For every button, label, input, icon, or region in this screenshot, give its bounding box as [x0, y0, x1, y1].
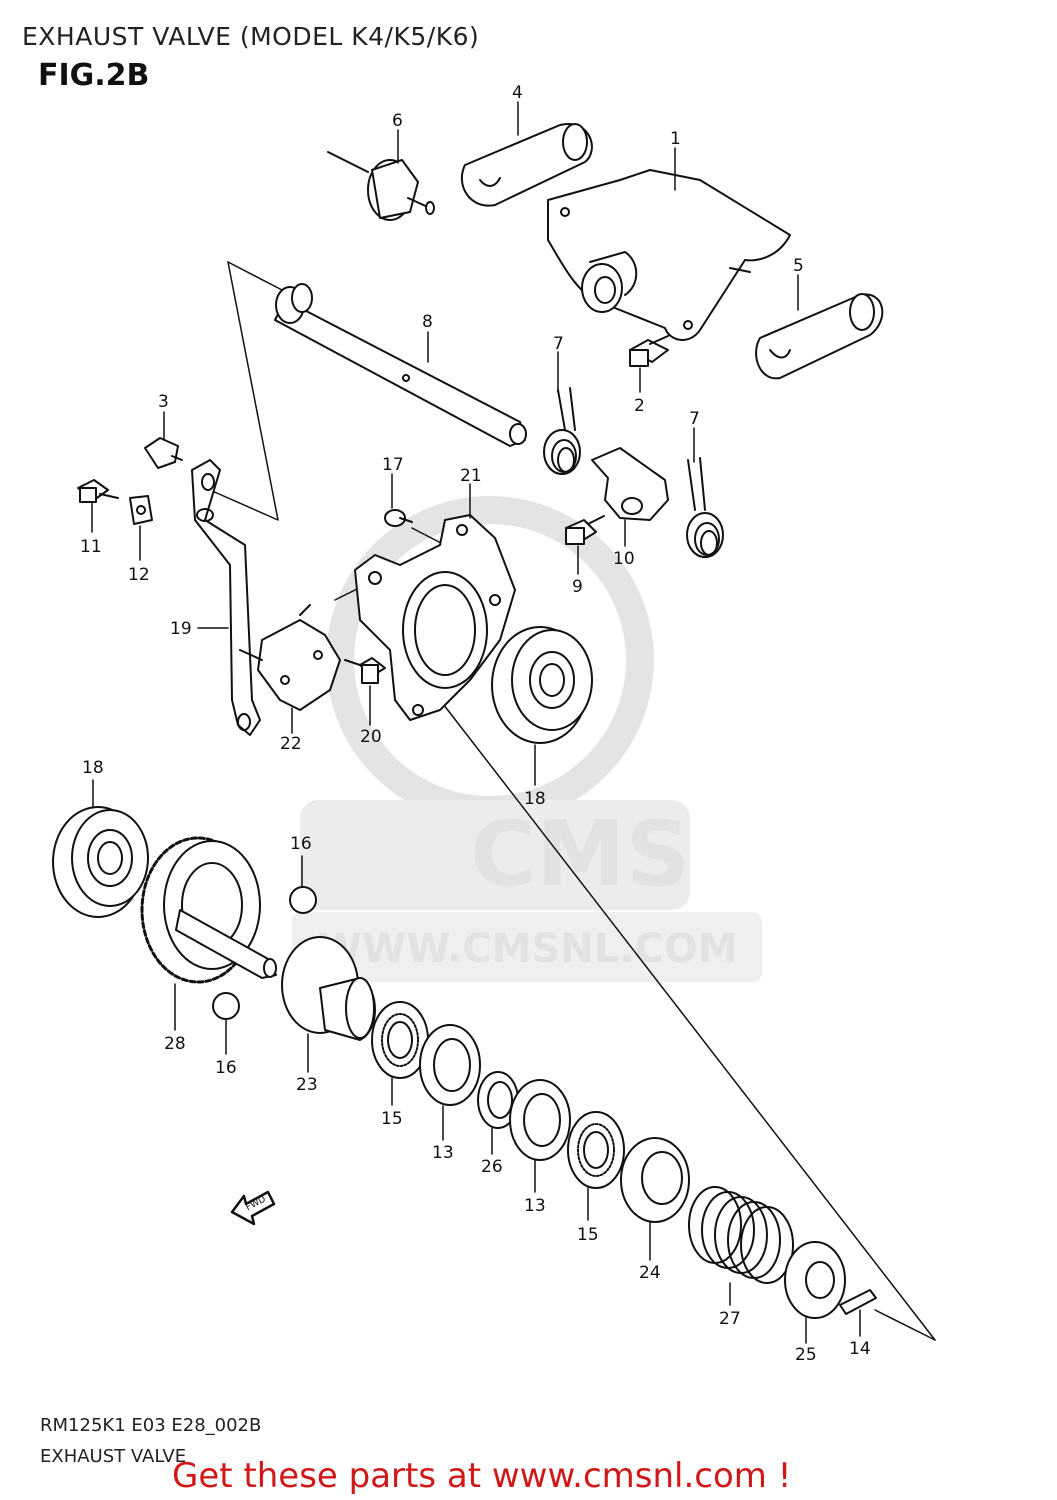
- part-24-spring-seat: [620, 1137, 690, 1223]
- cms-watermark: CMS WWW.CMSNL.COM: [292, 496, 762, 982]
- callout-2: 2: [634, 396, 645, 416]
- part-12-plate: [129, 495, 153, 525]
- callout-16-upper: 16: [290, 834, 312, 854]
- part-16-ball-upper: [289, 886, 317, 914]
- callout-22: 22: [280, 734, 302, 754]
- watermark-brand: CMS: [470, 802, 690, 907]
- part-25-retainer: [784, 1241, 846, 1319]
- page-title: EXHAUST VALVE (MODEL K4/K5/K6): [22, 22, 480, 51]
- part-14-pin: [839, 1289, 877, 1315]
- fwd-arrow-icon: [230, 1190, 276, 1226]
- part-23-spool: [281, 936, 376, 1041]
- callout-7-right: 7: [689, 409, 700, 429]
- diagram-reference-code: RM125K1 E03 E28_002B: [40, 1415, 262, 1436]
- part-28-gear: [140, 836, 277, 984]
- part-3-nut: [144, 437, 183, 469]
- callout-25: 25: [795, 1345, 817, 1365]
- callout-28: 28: [164, 1034, 186, 1054]
- part-13-washer-2: [509, 1079, 571, 1161]
- callout-9: 9: [572, 577, 583, 597]
- callout-20: 20: [360, 727, 382, 747]
- callout-19: 19: [170, 619, 192, 639]
- callout-8: 8: [422, 312, 433, 332]
- watermark-url: WWW.CMSNL.COM: [318, 926, 738, 972]
- part-2-bolt: [629, 335, 669, 367]
- callout-1: 1: [670, 129, 681, 149]
- callout-27: 27: [719, 1309, 741, 1329]
- callout-6: 6: [392, 111, 403, 131]
- callout-11: 11: [80, 537, 102, 557]
- callout-15-first: 15: [381, 1109, 403, 1129]
- part-9-bolt: [565, 515, 605, 545]
- callout-14: 14: [849, 1339, 871, 1359]
- part-27-coil-spring: [688, 1186, 794, 1284]
- part-10-lever: [591, 447, 669, 521]
- callouts: 4 6 1 5 8 7 2 3 7 17 21 11 12 9 10 19 22…: [80, 83, 871, 1365]
- part-21-bracket: [354, 514, 516, 721]
- part-18-bearing-upper: [491, 626, 593, 744]
- callout-15-second: 15: [577, 1225, 599, 1245]
- part-1-valve-holder: [547, 169, 791, 341]
- figure-label: FIG.2B: [38, 58, 150, 93]
- callout-4: 4: [512, 83, 523, 103]
- callout-18-lower: 18: [82, 758, 104, 778]
- part-16-ball-lower: [212, 992, 240, 1020]
- part-19-link-arm: [191, 459, 261, 736]
- callout-21: 21: [460, 466, 482, 486]
- callout-16-lower: 16: [215, 1058, 237, 1078]
- part-20-screw: [344, 657, 386, 684]
- parts-shop-link[interactable]: Get these parts at www.cmsnl.com !: [172, 1456, 792, 1496]
- callout-3: 3: [158, 392, 169, 412]
- callout-13-second: 13: [524, 1196, 546, 1216]
- part-22-link: [239, 604, 341, 711]
- part-18-bearing-lower: [52, 806, 149, 918]
- callout-26: 26: [481, 1157, 503, 1177]
- callout-23: 23: [296, 1075, 318, 1095]
- callout-10: 10: [613, 549, 635, 569]
- part-17-screw: [384, 509, 413, 527]
- part-7-spring-left: [543, 387, 581, 475]
- part-8-shaft: [274, 283, 527, 447]
- part-7-spring-right: [686, 457, 724, 558]
- callout-17: 17: [382, 455, 404, 475]
- callout-13-first: 13: [432, 1143, 454, 1163]
- part-5-valve-sleeve: [755, 293, 884, 380]
- callout-18-upper: 18: [524, 789, 546, 809]
- diagram-reference-name: EXHAUST VALVE: [40, 1446, 187, 1467]
- callout-24: 24: [639, 1263, 661, 1283]
- callout-5: 5: [793, 256, 804, 276]
- callout-12: 12: [128, 565, 150, 585]
- part-6-damper: [327, 151, 435, 221]
- part-4-valve-sleeve: [460, 123, 593, 207]
- part-15-thrust-bearing-2: [567, 1111, 625, 1189]
- leader-lines: [91, 101, 861, 1344]
- part-26-collar: [477, 1071, 519, 1129]
- part-13-washer-1: [419, 1024, 481, 1106]
- part-11-bolt: [77, 479, 119, 503]
- callout-7-left: 7: [553, 334, 564, 354]
